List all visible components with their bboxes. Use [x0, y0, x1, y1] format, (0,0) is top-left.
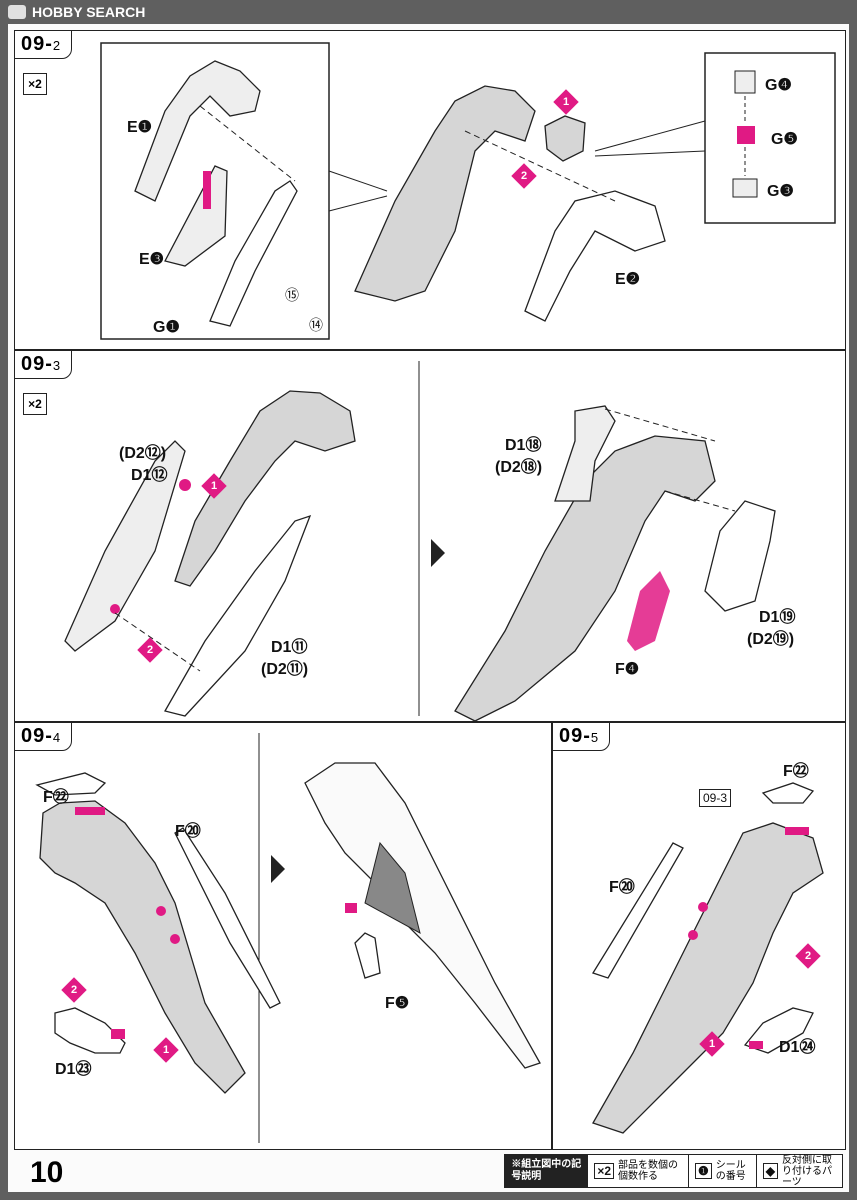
order-pin-1: 1 — [153, 1037, 179, 1063]
step-09-3-panel: 09-3 ×2 (D2⑫) D1⑫ D1⑪ (D2⑪) D1⑱ (D2⑱) D1… — [14, 350, 846, 722]
step-09-5-drawing — [592, 782, 824, 1134]
part-label-d2-18: (D2⑱) — [495, 459, 543, 476]
part-label-d2-12: (D2⑫) — [119, 445, 167, 462]
part-label-d1-24: D1㉔ — [779, 1039, 816, 1056]
legend-title: ※組立図中の記号説明 — [505, 1155, 588, 1187]
part-label-e1: E❶ — [127, 119, 153, 136]
brand-logo-icon — [8, 5, 26, 19]
manual-page: 09-2 ×2 — [8, 24, 849, 1192]
sticker-icon: ❶ — [695, 1163, 712, 1179]
step-09-5-panel: 09-5 09-3 F㉒ F⑳ D1㉔ 2 1 — [552, 722, 846, 1150]
order-pin-2: 2 — [137, 637, 163, 663]
page-footer: 10 ※組立図中の記号説明 ×2 部品を数個の個数作る ❶ シールの番号 ◆ 反… — [8, 1150, 849, 1192]
order-pin-2: 2 — [61, 977, 87, 1003]
part-label-e2: E❷ — [615, 271, 641, 288]
part-label-f5: F❺ — [385, 995, 410, 1012]
part-label-g1: G❶ — [153, 319, 180, 336]
legend-item-multiplier: ×2 部品を数個の個数作る — [587, 1155, 688, 1187]
order-pin-2: 2 — [795, 943, 821, 969]
opposite-side-icon: ◆ — [762, 1163, 778, 1179]
order-pin-1: 1 — [553, 89, 579, 115]
sticker-label-14: ⑭ — [309, 317, 323, 333]
step-09-3-drawing — [64, 361, 776, 722]
legend-item-opposite-side: ◆ 反対側に取り付けるパーツ — [755, 1155, 842, 1188]
part-label-f4: F❹ — [615, 661, 640, 678]
part-label-f20: F⑳ — [609, 879, 635, 896]
part-label-d1-12: D1⑫ — [131, 467, 168, 484]
site-header: HOBBY SEARCH — [8, 0, 849, 24]
brand-name: HOBBY SEARCH — [32, 4, 146, 20]
part-label-d1-18: D1⑱ — [505, 437, 542, 454]
reference-step-badge: 09-3 — [699, 789, 732, 807]
next-arrow-icon — [431, 539, 445, 567]
step-09-2-title: 09-2 — [14, 30, 73, 59]
part-label-f22: F㉒ — [43, 789, 69, 806]
part-label-g3: G❸ — [767, 183, 794, 200]
part-label-e3: E❸ — [139, 251, 165, 268]
part-label-d1-23: D1㉓ — [55, 1061, 92, 1078]
symbol-legend: ※組立図中の記号説明 ×2 部品を数個の個数作る ❶ シールの番号 ◆ 反対側に… — [504, 1154, 843, 1188]
step-09-4-drawing — [35, 733, 541, 1143]
step-09-4-title: 09-4 — [14, 722, 73, 751]
part-label-d1-19: D1⑲ — [759, 609, 796, 626]
page-number: 10 — [30, 1156, 64, 1189]
next-arrow-icon — [271, 855, 285, 883]
part-label-g4: G❹ — [765, 77, 792, 94]
order-pin-2: 2 — [511, 163, 537, 189]
step-09-2-panel: 09-2 ×2 — [14, 30, 846, 350]
multiplier-icon: ×2 — [594, 1163, 614, 1179]
order-pin-1: 1 — [699, 1031, 725, 1057]
legend-item-sticker: ❶ シールの番号 — [688, 1155, 756, 1187]
part-label-g5: G❺ — [771, 131, 798, 148]
part-label-d1-11: D1⑪ — [271, 639, 308, 656]
order-pin-1: 1 — [201, 473, 227, 499]
step-09-5-title: 09-5 — [552, 722, 611, 751]
part-label-f20: F⑳ — [175, 823, 201, 840]
step-09-3-title: 09-3 — [14, 350, 73, 379]
part-label-d2-11: (D2⑪) — [261, 661, 309, 678]
multiplier-badge: ×2 — [23, 73, 47, 95]
step-09-2-drawing — [100, 42, 836, 340]
multiplier-badge: ×2 — [23, 393, 47, 415]
part-label-d2-19: (D2⑲) — [747, 631, 795, 648]
step-09-4-panel: 09-4 F㉒ F⑳ D1㉓ F❺ 1 2 — [14, 722, 552, 1150]
part-label-f22: F㉒ — [783, 763, 809, 780]
sticker-label-15: ⑮ — [285, 287, 299, 303]
